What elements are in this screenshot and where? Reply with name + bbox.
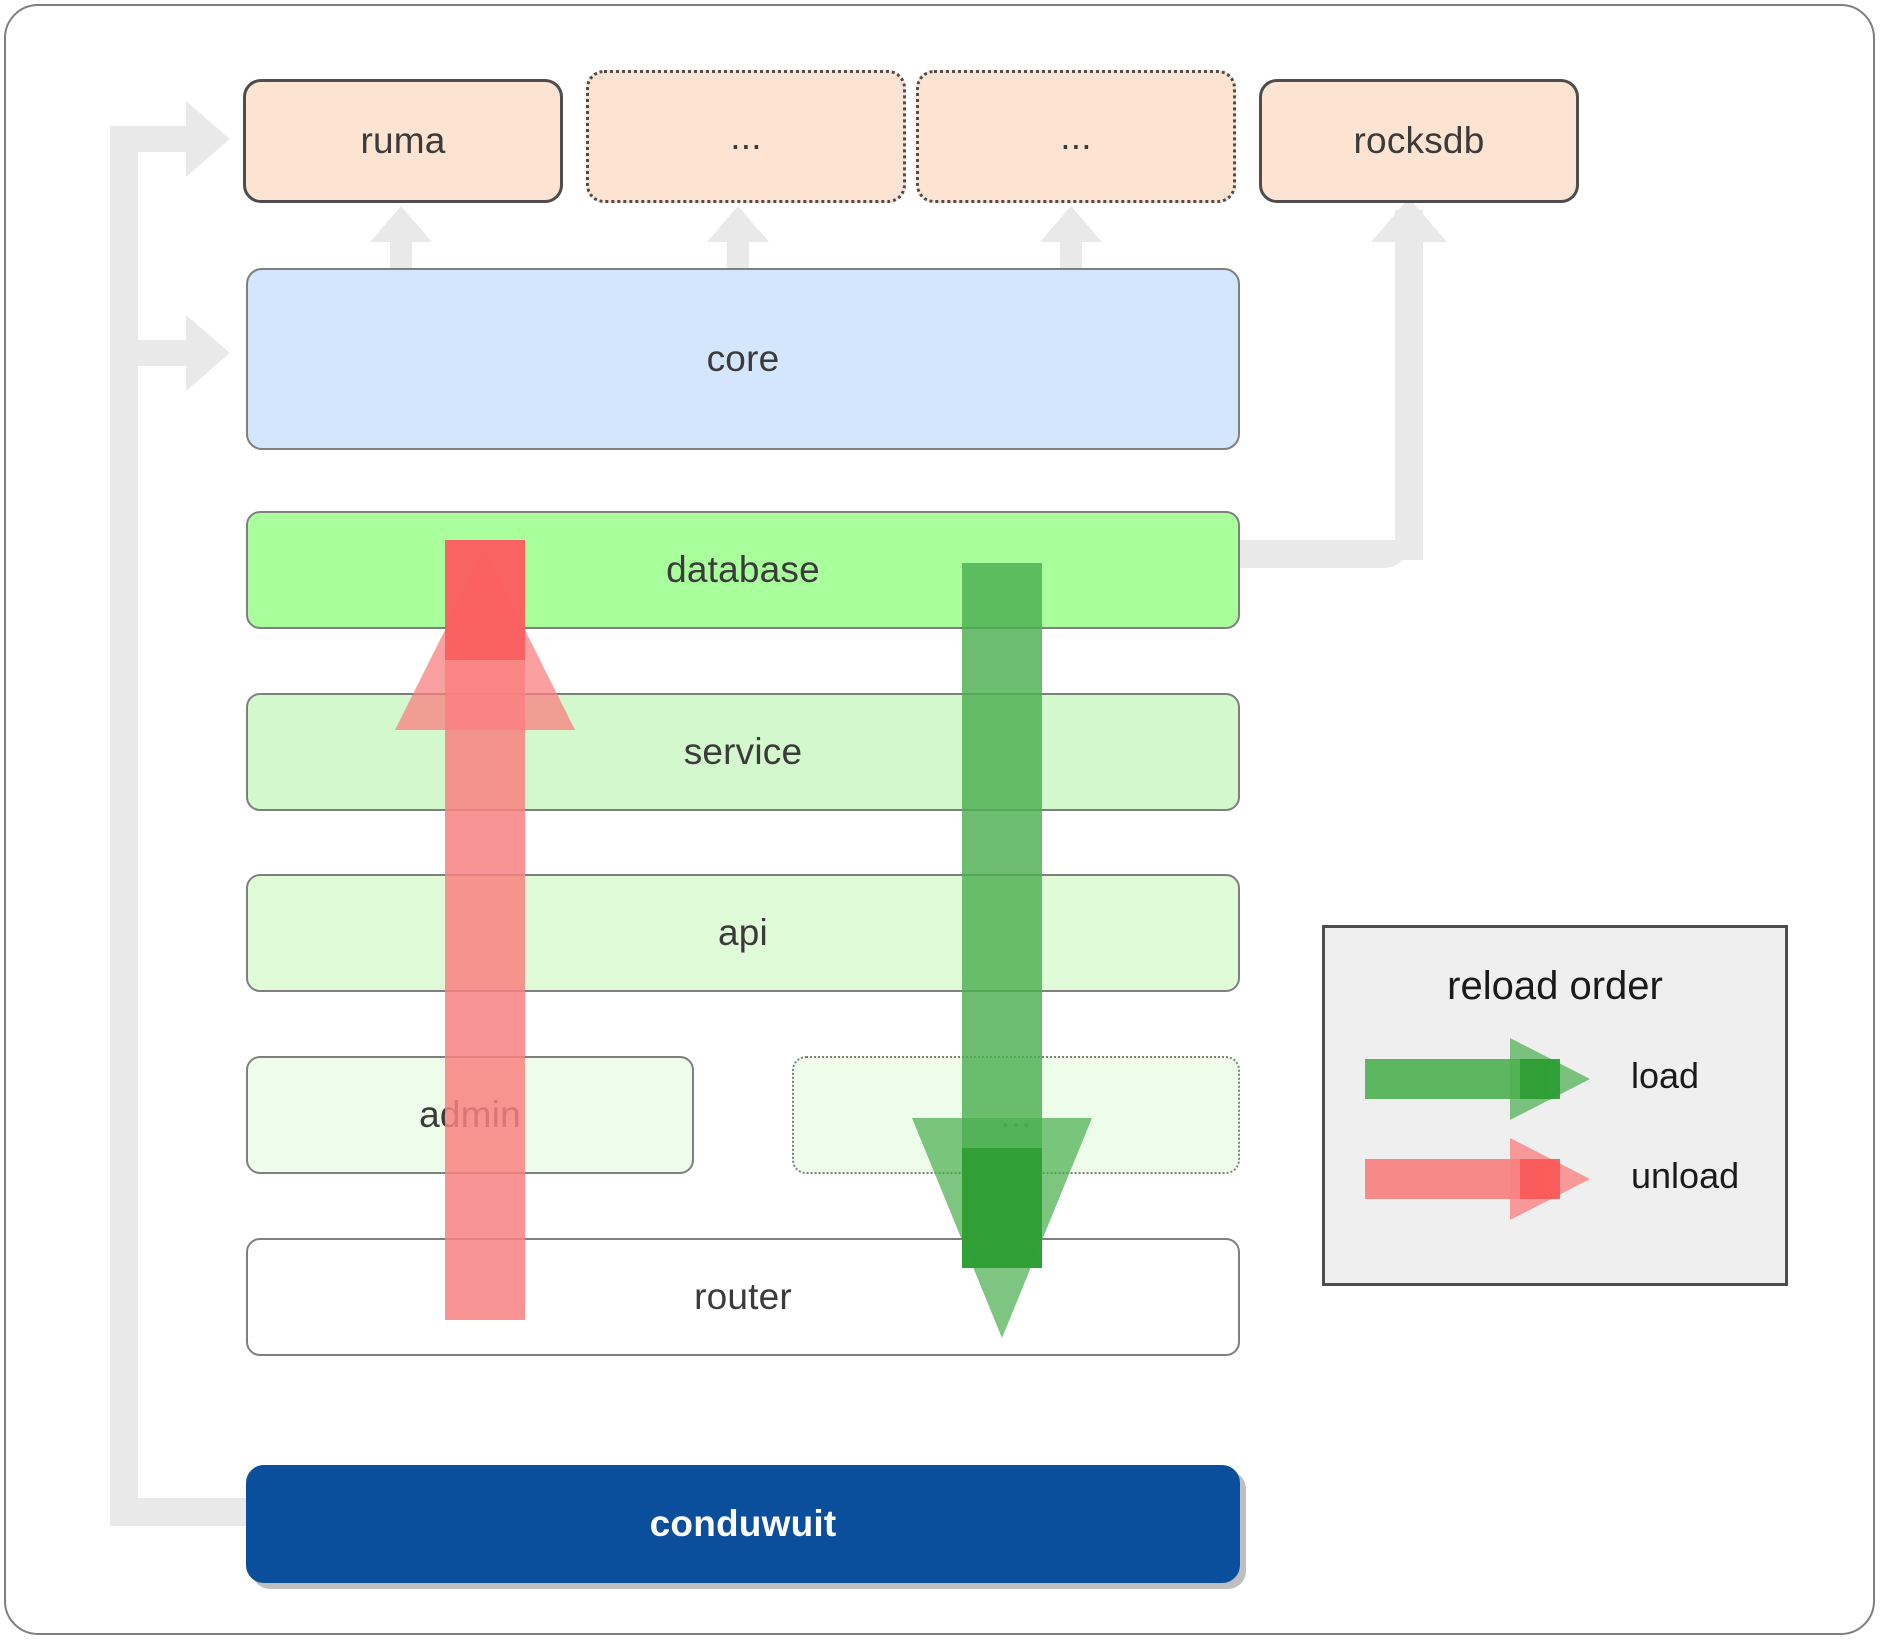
node-database-label: database [666, 549, 820, 590]
node-conduwuit-label: conduwuit [649, 1503, 837, 1544]
node-core-label: core [706, 338, 780, 379]
legend-unload-arrow-icon [1365, 1138, 1595, 1220]
connector-db-to-rocksdb-horizontal [1230, 540, 1410, 568]
node-service-label: service [683, 731, 803, 772]
node-router-label: router [694, 1276, 792, 1317]
node-api-label: api [718, 912, 768, 953]
connector-to-core-stem [110, 340, 194, 366]
connector-core-to-dep2-head [1040, 206, 1102, 242]
connector-db-to-rocksdb-arrowhead [1371, 198, 1447, 242]
flow-arrow-unload [385, 540, 585, 1320]
legend-reload-order: reload order load unload [1322, 925, 1788, 1286]
node-core[interactable]: core [246, 268, 1240, 450]
load-core-tip [962, 1148, 1042, 1268]
unload-core-tip [445, 540, 525, 660]
flow-arrow-load [902, 563, 1102, 1348]
node-ruma[interactable]: ruma [243, 79, 563, 203]
connector-core-to-dep1-head [707, 206, 769, 242]
node-ruma-label: ruma [360, 120, 446, 161]
legend-title: reload order [1447, 964, 1663, 1008]
unload-shaft [445, 540, 525, 1320]
connector-to-ruma-arrowhead [186, 101, 230, 177]
legend-unload-label: unload [1631, 1155, 1740, 1196]
connector-left-bottom [110, 1498, 250, 1526]
node-api[interactable]: api [246, 874, 1240, 992]
node-dep-more-1[interactable]: ... [586, 70, 906, 203]
connector-db-to-rocksdb-vertical [1395, 210, 1423, 560]
legend-load-label: load [1631, 1055, 1700, 1096]
node-dep-more-2-label: ... [1060, 115, 1092, 157]
connector-left-vertical [110, 126, 138, 1526]
connector-core-to-ruma-head [370, 206, 432, 242]
node-dep-more-2[interactable]: ... [916, 70, 1236, 203]
node-rocksdb[interactable]: rocksdb [1259, 79, 1579, 203]
node-dep-more-1-label: ... [730, 115, 762, 157]
connector-to-ruma-stem [110, 126, 194, 152]
node-conduwuit[interactable]: conduwuit [246, 1465, 1240, 1583]
legend-load-arrow-icon [1365, 1038, 1595, 1120]
node-rocksdb-label: rocksdb [1353, 120, 1485, 161]
connector-to-core-arrowhead [186, 315, 230, 391]
